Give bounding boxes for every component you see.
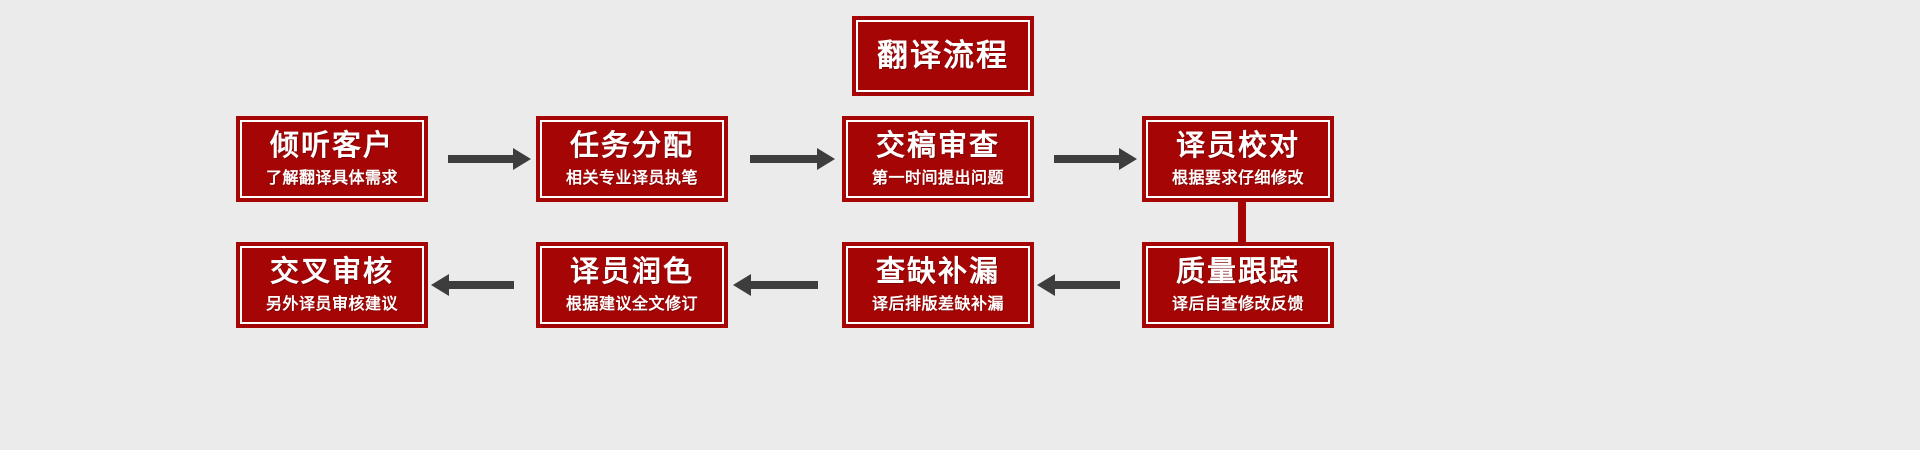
arrow-right-icon xyxy=(448,148,531,170)
step-title: 任务分配 xyxy=(569,129,694,162)
step-node-translator-polish[interactable]: 译员润色 根据建议全文修订 xyxy=(536,242,728,328)
flowchart-title-node: 翻译流程 xyxy=(852,16,1034,96)
step-subtitle: 译后排版差缺补漏 xyxy=(871,295,1004,313)
step-node-listen-client[interactable]: 倾听客户 了解翻译具体需求 xyxy=(236,116,428,202)
arrow-left-icon xyxy=(431,274,514,296)
step-node-submission-review[interactable]: 交稿审查 第一时间提出问题 xyxy=(842,116,1034,202)
step-node-cross-review[interactable]: 交叉审核 另外译员审核建议 xyxy=(236,242,428,328)
step-title: 交稿审查 xyxy=(875,129,1000,162)
step-subtitle: 译后自查修改反馈 xyxy=(1171,295,1304,313)
step-node-gap-filling[interactable]: 查缺补漏 译后排版差缺补漏 xyxy=(842,242,1034,328)
step-node-task-assignment[interactable]: 任务分配 相关专业译员执笔 xyxy=(536,116,728,202)
step-subtitle: 第一时间提出问题 xyxy=(871,169,1004,187)
step-title: 倾听客户 xyxy=(269,129,394,162)
arrow-left-icon xyxy=(1037,274,1120,296)
row-connector xyxy=(1238,202,1246,242)
arrow-left-icon xyxy=(733,274,818,296)
step-title: 查缺补漏 xyxy=(875,255,1000,288)
step-title: 译员润色 xyxy=(569,255,694,288)
arrow-right-icon xyxy=(1054,148,1137,170)
step-node-translator-proofread[interactable]: 译员校对 根据要求仔细修改 xyxy=(1142,116,1334,202)
step-node-quality-tracking[interactable]: 质量跟踪 译后自查修改反馈 xyxy=(1142,242,1334,328)
step-title: 质量跟踪 xyxy=(1175,255,1300,288)
step-subtitle: 根据建议全文修订 xyxy=(565,295,698,313)
step-title: 译员校对 xyxy=(1175,129,1300,162)
step-subtitle: 相关专业译员执笔 xyxy=(565,169,698,187)
step-subtitle: 另外译员审核建议 xyxy=(265,295,398,313)
step-subtitle: 根据要求仔细修改 xyxy=(1171,169,1304,187)
arrow-right-icon xyxy=(750,148,835,170)
step-title: 交叉审核 xyxy=(269,255,394,288)
step-subtitle: 了解翻译具体需求 xyxy=(265,169,398,187)
flowchart-title-text: 翻译流程 xyxy=(877,37,1009,73)
